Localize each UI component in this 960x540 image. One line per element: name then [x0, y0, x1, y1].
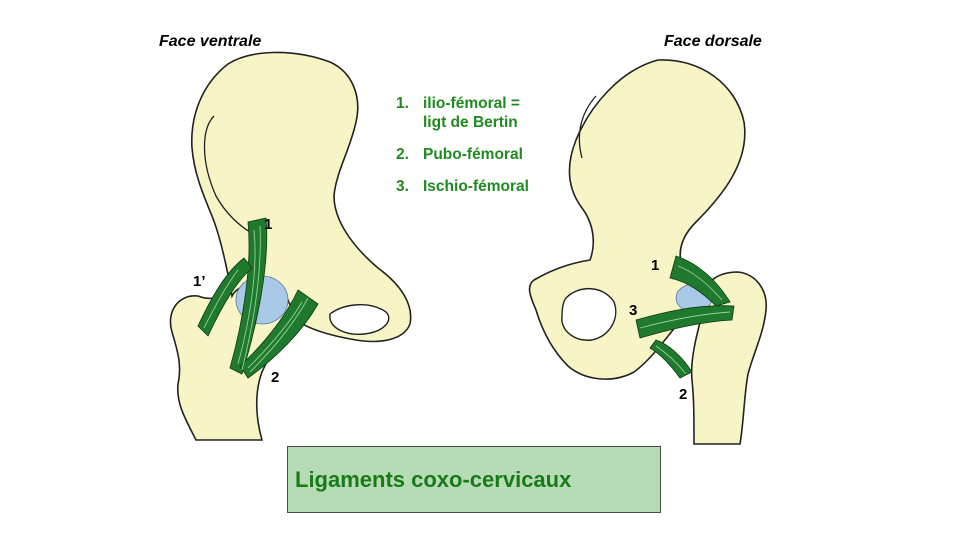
dorsal-label-3: 3	[629, 302, 637, 319]
ventral-label-2: 2	[271, 369, 279, 386]
ventral-label-1: 1	[264, 216, 272, 233]
dorsal-ligament-1-iliofemoral	[669, 255, 731, 307]
legend-item-iliofemoral: 1. ilio-fémoral = ligt de Bertin	[396, 94, 529, 132]
legend-item-ischiofemoral: 3. Ischio-fémoral	[396, 177, 529, 196]
ventral-ligament-1prime	[197, 257, 253, 337]
legend-text: Ischio-fémoral	[423, 178, 529, 195]
legend-number: 1.	[396, 95, 409, 112]
dorsal-view-title: Face dorsale	[664, 33, 762, 50]
caption-box: Ligaments coxo-cervicaux	[287, 446, 661, 513]
ventral-label-1prime: 1’	[193, 273, 206, 290]
dorsal-label-2: 2	[679, 386, 687, 403]
legend-number: 2.	[396, 146, 409, 163]
dorsal-obturator-foramen	[561, 288, 617, 341]
ligament-legend: 1. ilio-fémoral = ligt de Bertin 2. Pubo…	[396, 94, 529, 209]
ventral-hip-illustration: 1 1’ 2	[169, 51, 412, 441]
ventral-obturator-foramen	[329, 304, 390, 335]
dorsal-hip-illustration: 1 3 2	[528, 59, 767, 445]
legend-text: Pubo-fémoral	[423, 146, 523, 163]
legend-item-pubofemoral: 2. Pubo-fémoral	[396, 145, 529, 164]
ventral-view-title: Face ventrale	[159, 33, 262, 50]
dorsal-label-1: 1	[651, 257, 659, 274]
caption-text: Ligaments coxo-cervicaux	[295, 467, 572, 492]
legend-text: ilio-fémoral = ligt de Bertin	[423, 95, 520, 131]
legend-number: 3.	[396, 178, 409, 195]
